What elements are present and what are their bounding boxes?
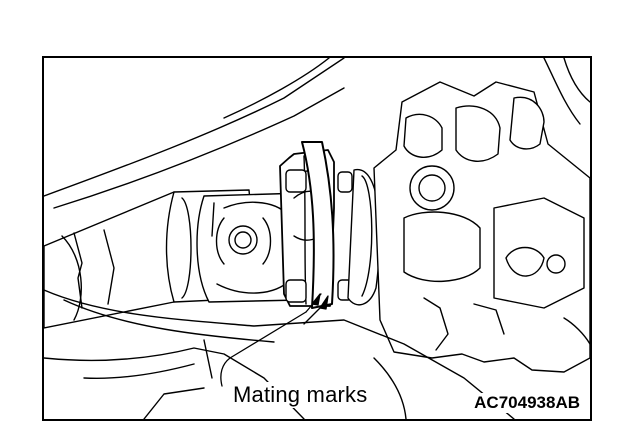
drive-shaft-illustration	[44, 58, 590, 419]
mount-bracket	[301, 141, 335, 309]
mating-marks-label: Mating marks	[231, 382, 370, 408]
flange-bolt-bottom	[285, 279, 307, 303]
mating-marks-leaders	[220, 293, 329, 387]
center-bolt	[228, 225, 258, 255]
lower-chassis-outline	[44, 289, 515, 419]
flange-bolt-top	[285, 169, 307, 193]
figure-code: AC704938AB	[472, 393, 582, 413]
illustration-frame: Mating marks AC704938AB	[42, 56, 592, 421]
floor-panel-outline	[44, 58, 345, 197]
